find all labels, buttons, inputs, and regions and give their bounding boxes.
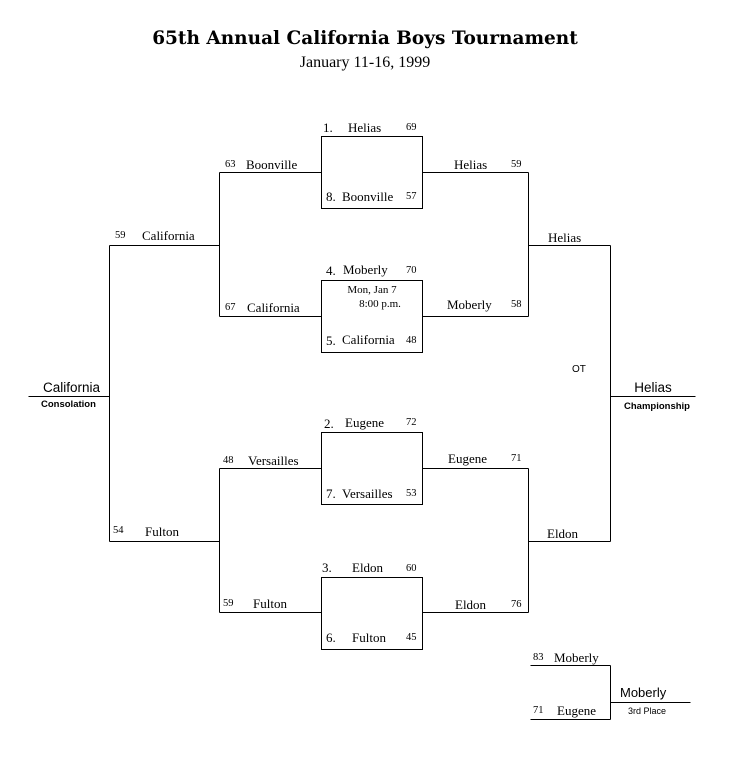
qf2-bottom-score: 48: [406, 335, 417, 346]
qf3-top-score: 72: [406, 417, 417, 428]
semi-team-3: Eugene: [448, 451, 487, 466]
qf3-top-team: Eugene: [345, 415, 384, 430]
qf4-top-seed: 3.: [322, 560, 332, 575]
semi-score-1: 59: [511, 159, 522, 170]
cons-r1-score-3: 48: [223, 455, 234, 466]
champion-team: Helias: [634, 380, 672, 395]
qf2-top-seed: 4.: [326, 263, 336, 278]
qf1-top-seed: 1.: [323, 120, 333, 135]
qf2-info-line2: 8:00 p.m.: [359, 298, 401, 310]
qf2-bottom-seed: 5.: [326, 333, 336, 348]
semi-score-4: 76: [511, 599, 522, 610]
qf4-bottom-seed: 6.: [326, 630, 336, 645]
semi-team-4: Eldon: [455, 597, 487, 612]
cons-semi-score-1: 59: [115, 230, 126, 241]
cons-r1-team-3: Versailles: [248, 453, 299, 468]
cons-r1-score-2: 67: [225, 302, 236, 313]
qf2-info-line1: Mon, Jan 7: [347, 284, 397, 296]
page-title: 65th Annual California Boys Tournament: [152, 28, 578, 49]
semi-score-3: 71: [511, 453, 522, 464]
third-team-2: Eugene: [557, 703, 596, 718]
page-subtitle: January 11-16, 1999: [299, 54, 431, 71]
qf2-top-team: Moberly: [343, 262, 388, 277]
cons-r1-team-4: Fulton: [253, 596, 287, 611]
qf2-bottom-team: California: [342, 332, 395, 347]
final-team-2: Eldon: [547, 526, 579, 541]
semi-team-2: Moberly: [447, 297, 492, 312]
third-team-1: Moberly: [554, 650, 599, 665]
qf1-bottom-team: Boonville: [342, 189, 394, 204]
qf1-bottom-score: 57: [406, 191, 417, 202]
cons-semi-team-1: California: [142, 228, 195, 243]
cons-r1-score-4: 59: [223, 598, 234, 609]
third-place-label: 3rd Place: [628, 706, 667, 716]
final-team-1: Helias: [548, 230, 582, 245]
cons-semi-score-2: 54: [113, 525, 124, 536]
consolation-winner-team: California: [42, 380, 101, 395]
qf1-bottom-seed: 8.: [326, 189, 336, 204]
qf3-bottom-seed: 7.: [326, 486, 336, 501]
cons-r1-team-1: Boonville: [246, 157, 298, 172]
cons-r1-team-2: California: [247, 300, 300, 315]
third-score-2: 71: [533, 705, 544, 716]
qf4-top-score: 60: [406, 563, 417, 574]
cons-semi-team-2: Fulton: [145, 524, 179, 539]
qf4-bottom-score: 45: [406, 632, 417, 643]
cons-r1-score-1: 63: [225, 159, 236, 170]
qf1-top-team: Helias: [348, 120, 382, 135]
semi-score-2: 58: [511, 299, 522, 310]
championship-label: Championship: [624, 401, 690, 412]
qf2-top-score: 70: [406, 265, 417, 276]
qf3-top-seed: 2.: [324, 416, 334, 431]
consolation-label: Consolation: [41, 399, 96, 410]
qf3-bottom-score: 53: [406, 488, 417, 499]
overtime-note: OT: [572, 364, 586, 375]
qf-box-4: [321, 577, 423, 650]
qf4-bottom-team: Fulton: [352, 630, 386, 645]
qf1-top-score: 69: [406, 122, 417, 133]
qf4-top-team: Eldon: [352, 560, 384, 575]
qf3-bottom-team: Versailles: [342, 486, 393, 501]
third-score-1: 83: [533, 652, 544, 663]
semi-team-1: Helias: [454, 157, 488, 172]
third-winner-team: Moberly: [620, 685, 667, 700]
